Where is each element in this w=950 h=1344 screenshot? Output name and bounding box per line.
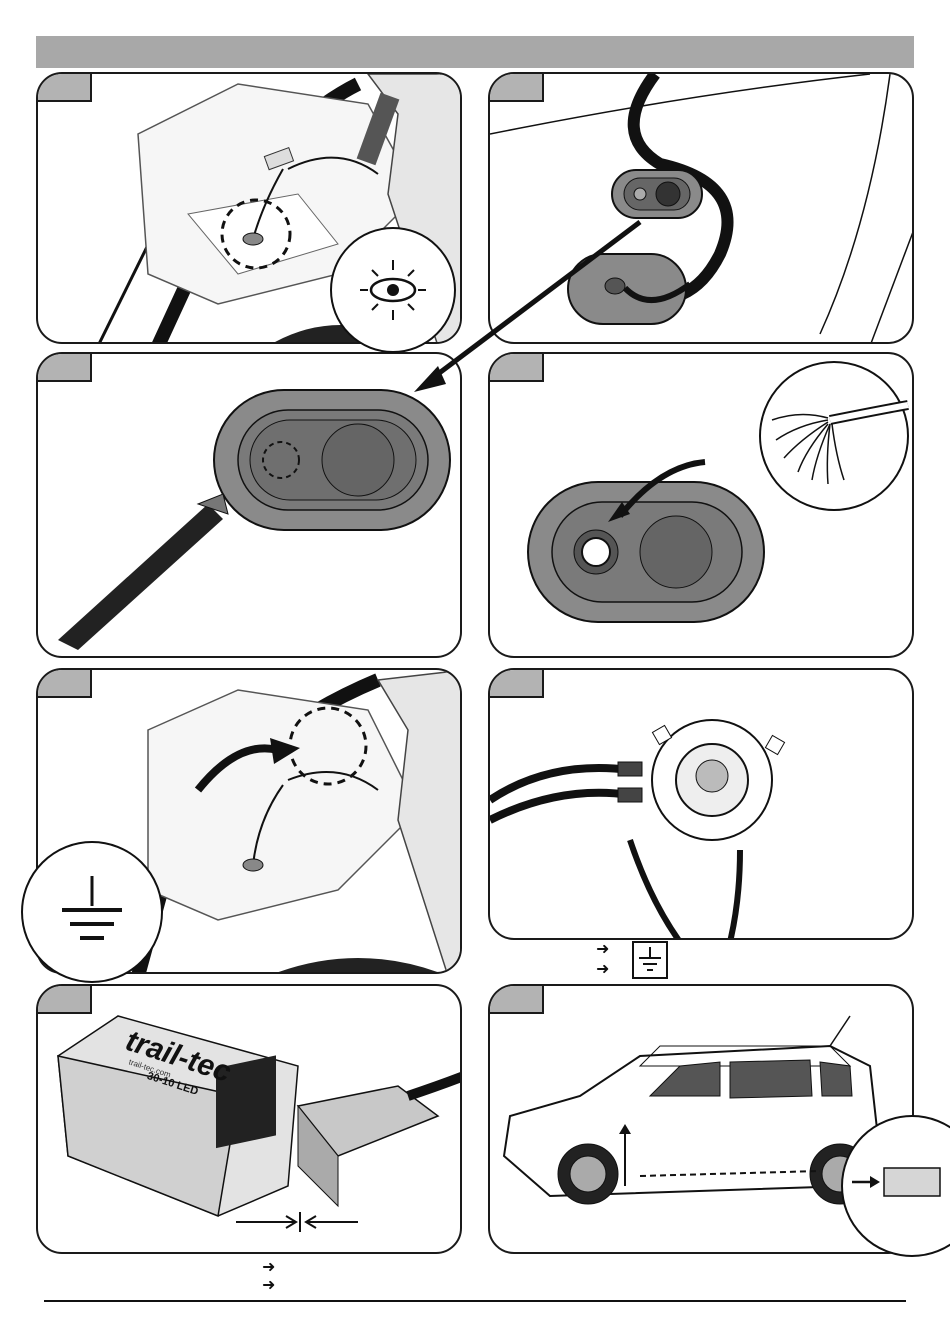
car-illustration — [490, 986, 914, 1254]
cutter-knife-icon — [58, 494, 228, 650]
arrow-icon: ➜ — [596, 942, 609, 958]
step-number-tab — [488, 984, 544, 1014]
panel-step-3 — [36, 352, 462, 658]
arrow-icon: ➜ — [262, 1278, 275, 1294]
panel-step-7: trail-tec 30-10 LED trail-tec.com — [36, 984, 462, 1254]
footer-rule — [44, 1300, 906, 1302]
panel-step-2 — [488, 72, 914, 344]
panel-step-4 — [488, 352, 914, 658]
step-number-tab — [488, 668, 544, 698]
module-connector-illustration — [38, 986, 462, 1254]
ground-symbol-icon — [634, 943, 666, 977]
lamp-holder-illustration — [490, 670, 914, 940]
rear-body-illustration-ground — [38, 670, 462, 974]
panel-step-6 — [488, 668, 914, 940]
step-number-tab — [36, 352, 92, 382]
grommet-hole-illustration — [490, 354, 914, 658]
ground-symbol-box — [632, 941, 668, 979]
arrow-icon: ➜ — [262, 1260, 275, 1276]
header-bar — [36, 36, 914, 68]
step-number-tab — [36, 984, 92, 1014]
panel-step-1 — [36, 72, 462, 344]
grommet-illustration — [490, 74, 914, 344]
rear-body-illustration — [38, 74, 462, 344]
step-number-tab — [36, 72, 92, 102]
step-number-tab — [488, 352, 544, 382]
step-number-tab — [36, 668, 92, 698]
cutting-illustration — [38, 354, 462, 658]
panel-step-8 — [488, 984, 914, 1254]
step-number-tab — [488, 72, 544, 102]
panel-step-5 — [36, 668, 462, 974]
arrow-icon: ➜ — [596, 962, 609, 978]
